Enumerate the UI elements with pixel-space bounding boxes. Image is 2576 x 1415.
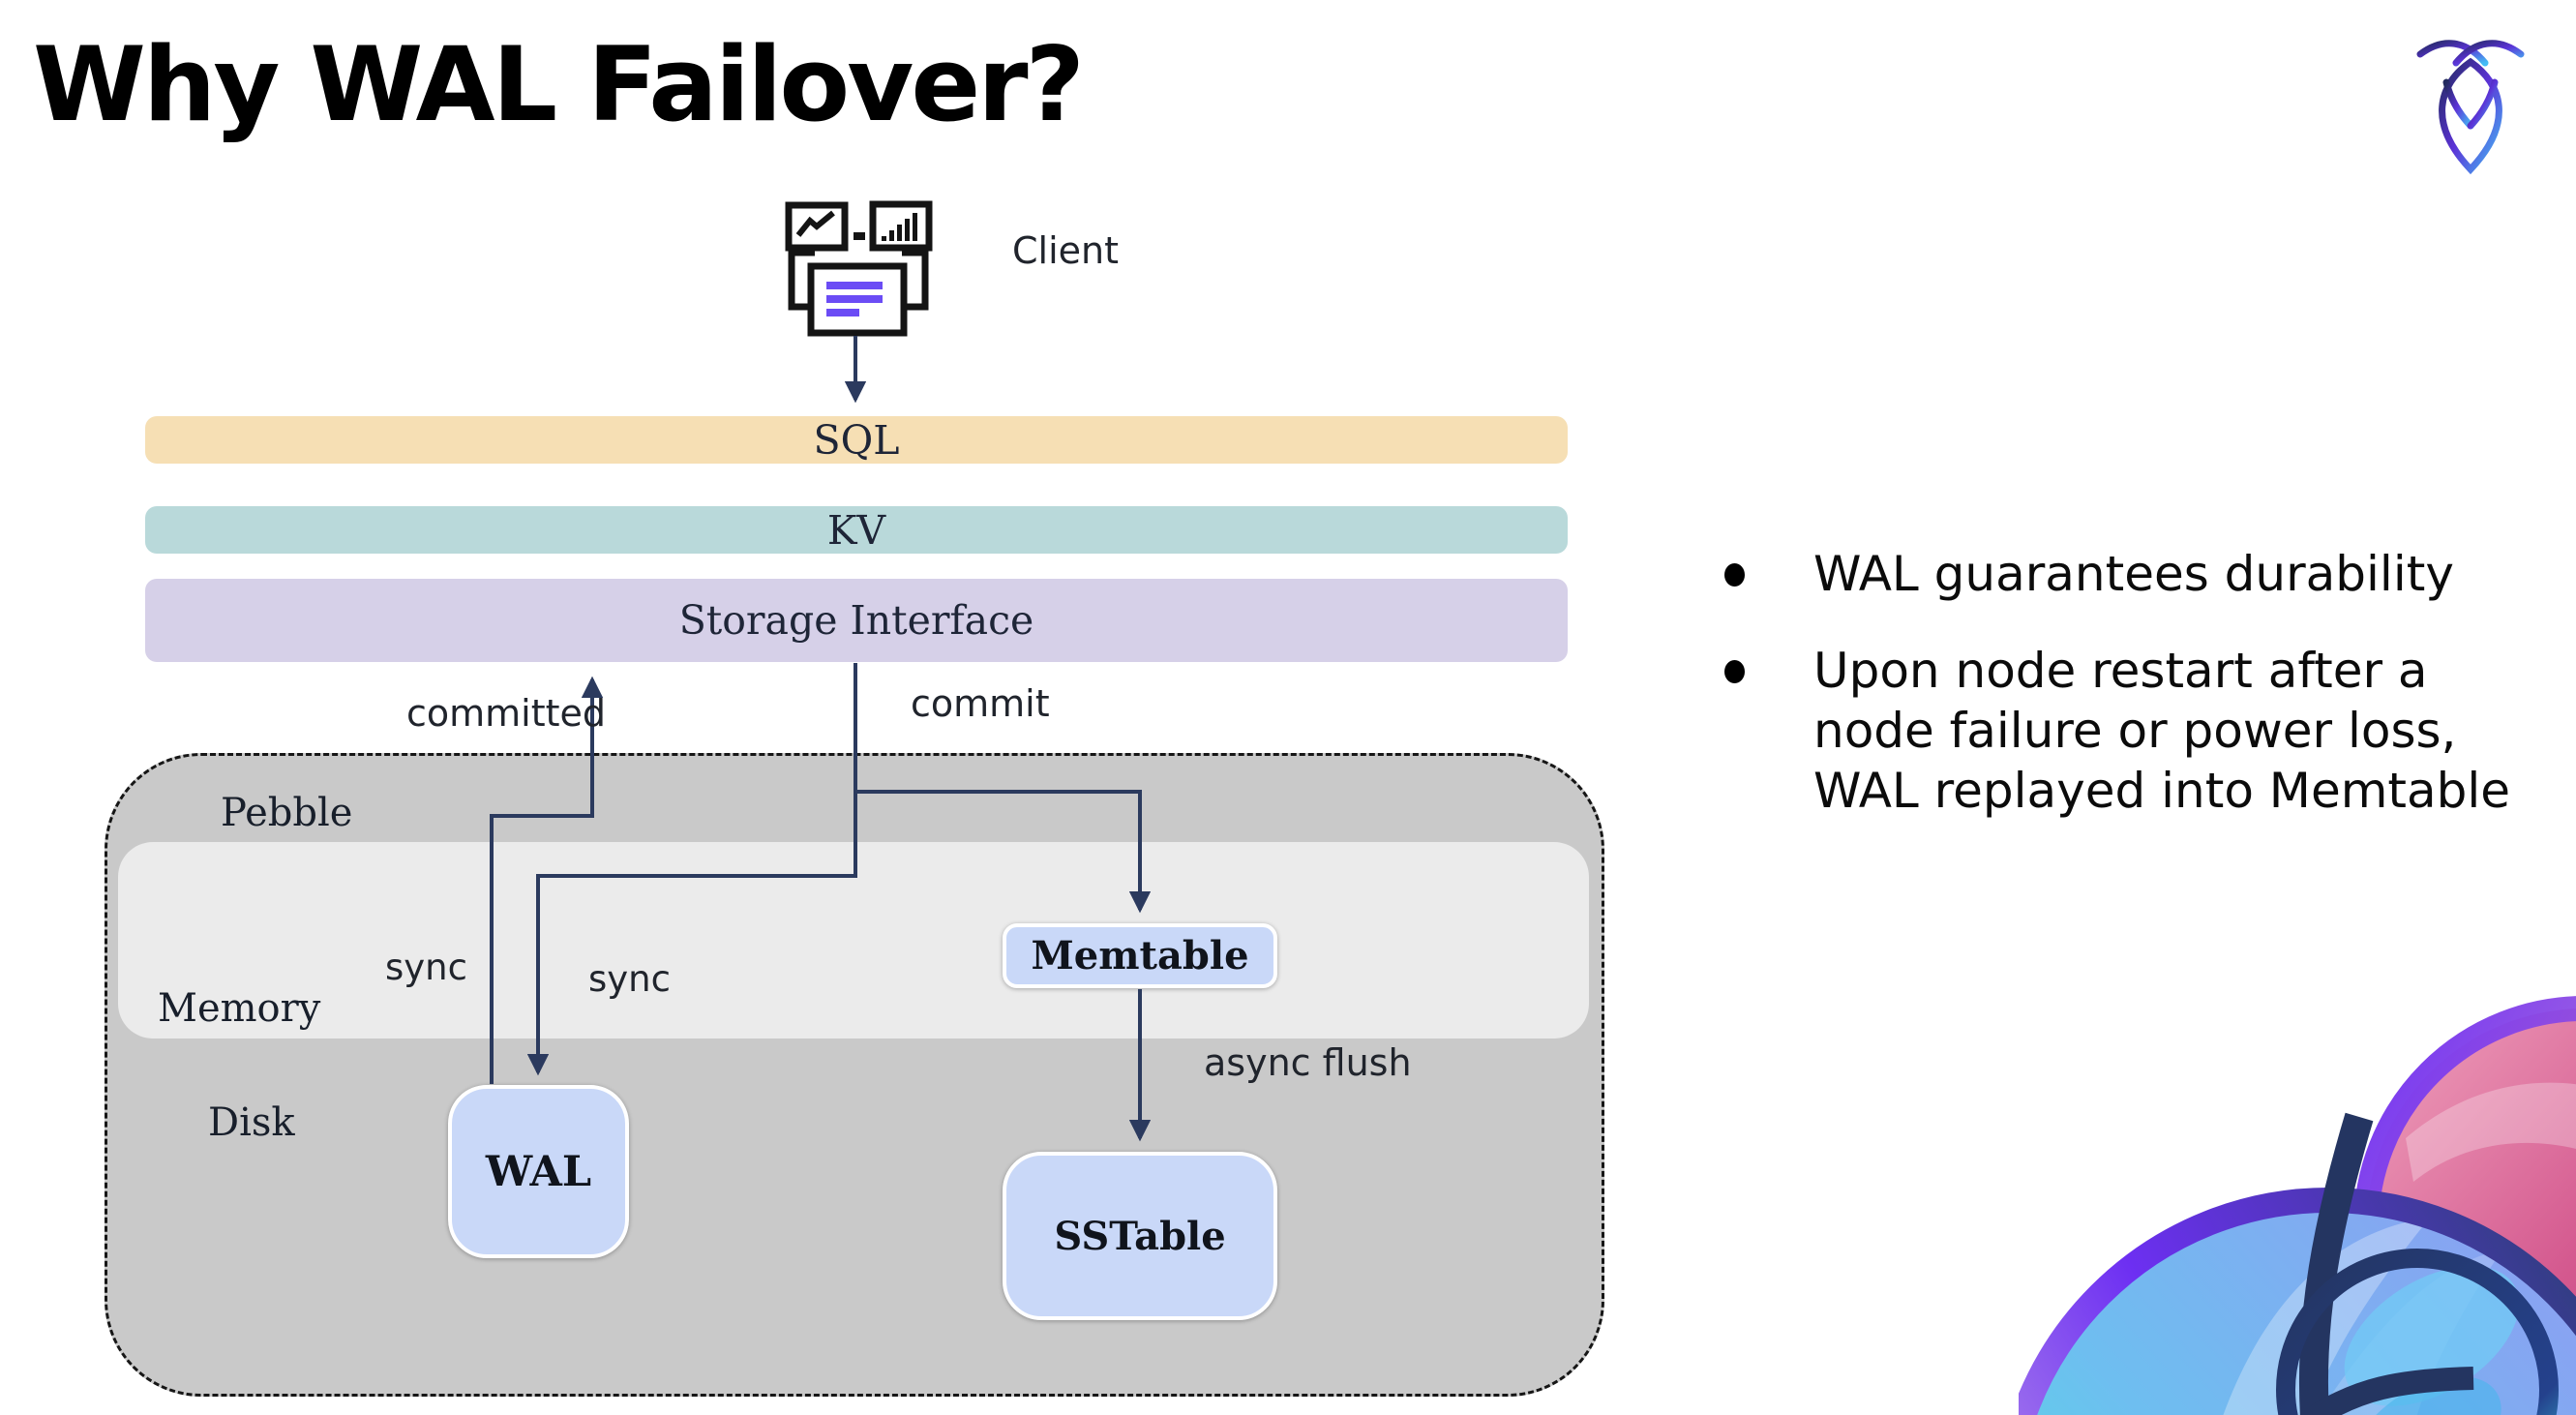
- client-icon: [785, 200, 933, 337]
- layer-bar-storage-interface: Storage Interface: [145, 579, 1568, 662]
- sstable-node: SSTable: [1003, 1152, 1277, 1320]
- client-label: Client: [1012, 229, 1120, 272]
- list-item: Upon node restart after a node failure o…: [1724, 641, 2557, 821]
- sync-ack-edge-label: sync: [385, 947, 467, 988]
- layer-bar-kv: KV: [145, 506, 1568, 554]
- memory-band: [118, 842, 1589, 1039]
- disk-zone-label: Disk: [208, 1100, 295, 1145]
- memtable-node-label: Memtable: [1031, 933, 1249, 978]
- async-flush-edge-label: async flush: [1204, 1041, 1412, 1084]
- layer-bar-sql: SQL: [145, 416, 1568, 464]
- committed-edge-label: committed: [406, 692, 607, 735]
- bullet-text: Upon node restart after a node failure o…: [1813, 643, 2511, 819]
- bullet-text: WAL guarantees durability: [1813, 546, 2454, 602]
- bullet-list: WAL guarantees durability Upon node rest…: [1724, 544, 2557, 858]
- page-title: Why WAL Failover?: [33, 25, 1085, 144]
- wal-node-label: WAL: [485, 1147, 592, 1196]
- pebble-label: Pebble: [221, 791, 353, 835]
- bullet-dot-icon: [1724, 563, 1745, 587]
- layer-bar-storage-label: Storage Interface: [678, 597, 1034, 644]
- commit-edge-label: commit: [911, 682, 1050, 725]
- sync-write-edge-label: sync: [588, 958, 671, 1000]
- memtable-node: Memtable: [1003, 923, 1277, 988]
- bullet-dot-icon: [1724, 660, 1745, 683]
- layer-bar-kv-label: KV: [826, 506, 886, 554]
- layer-bar-sql-label: SQL: [813, 416, 900, 464]
- memory-zone-label: Memory: [158, 986, 321, 1031]
- wal-node: WAL: [448, 1085, 629, 1258]
- cockroachdb-brand-art: [2019, 974, 2576, 1415]
- sstable-node-label: SSTable: [1054, 1213, 1226, 1259]
- list-item: WAL guarantees durability: [1724, 544, 2557, 604]
- cockroachdb-mark-icon: [2416, 40, 2525, 175]
